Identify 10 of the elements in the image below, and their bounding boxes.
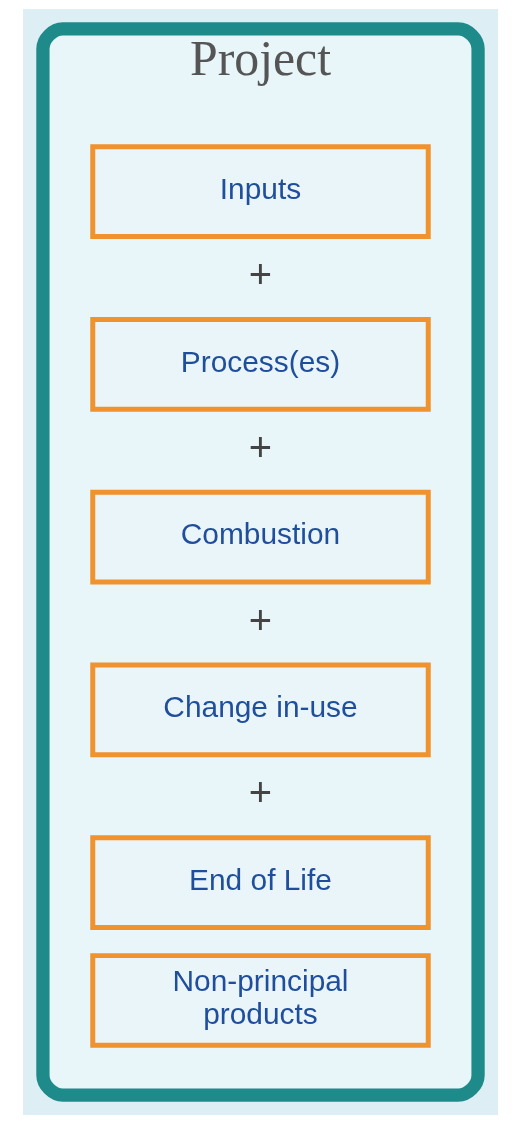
label: +: [248, 252, 273, 297]
node-box: Non-principal products: [90, 953, 431, 1048]
label: +: [248, 770, 273, 815]
node-box: Inputs: [90, 144, 431, 239]
node-box: End of Life: [90, 835, 431, 930]
node-box: Combustion: [90, 489, 431, 585]
label: +: [248, 425, 273, 470]
label: +: [248, 597, 273, 642]
node-box: Change in-use: [90, 662, 431, 758]
node-box: Process(es): [90, 317, 431, 412]
